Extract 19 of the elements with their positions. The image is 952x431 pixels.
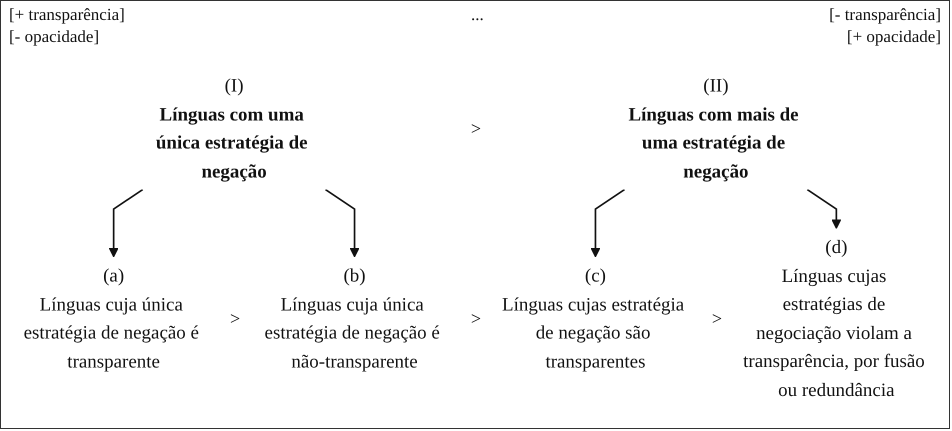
node-text: (a) Línguas cuja única estratégia de negação é transparente bbox=[24, 264, 199, 372]
arrow bbox=[108, 188, 144, 258]
scale-label: ... bbox=[471, 5, 484, 25]
comparison-sign: > bbox=[230, 308, 240, 330]
node-text: (b) Línguas cuja única estratégia de negação é não-transparente bbox=[264, 264, 440, 372]
comparison-sign: > bbox=[470, 308, 482, 330]
comparison-sign: > bbox=[712, 308, 722, 330]
comparison-sign: > bbox=[470, 118, 482, 140]
node-text: (c) Línguas cujas estratégia de negação são transparentes bbox=[502, 264, 684, 372]
arrow bbox=[590, 188, 625, 258]
node-text: (I) Línguas com uma única estratégia de negação bbox=[156, 74, 308, 182]
scale-label: [+ transparência] bbox=[9, 5, 125, 25]
node-text: (II) Línguas com mais de uma estratégia de negação bbox=[628, 74, 799, 182]
arrow bbox=[325, 188, 360, 258]
scale-label: [- transparência] bbox=[829, 5, 941, 25]
node-text: (d) Línguas cujas estratégias de negociação violam a transparência, por fusão ou redundância bbox=[743, 236, 925, 400]
scale-label: [+ opacidade] bbox=[846, 27, 941, 47]
arrow bbox=[806, 188, 842, 230]
scale-label: [- opacidade] bbox=[9, 27, 100, 47]
